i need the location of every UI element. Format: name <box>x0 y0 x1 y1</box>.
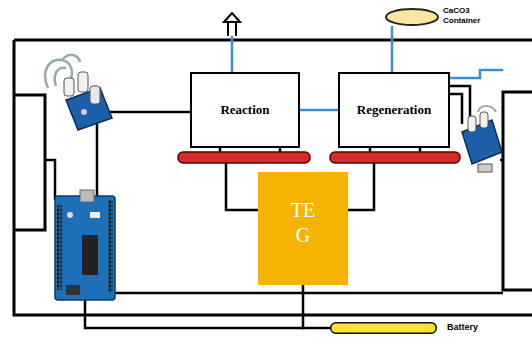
tubing <box>45 55 80 88</box>
side-panel <box>503 92 532 290</box>
node-label: CaCO3 Container <box>443 6 480 26</box>
usb-port <box>80 190 94 202</box>
arrow-symbol <box>224 13 240 36</box>
wire <box>108 111 190 114</box>
component <box>67 212 73 218</box>
pump-motor <box>480 112 488 128</box>
wire <box>500 159 503 162</box>
exhaust-arrow <box>224 13 240 72</box>
wire <box>450 86 470 120</box>
wire <box>226 163 258 210</box>
arduino-board <box>55 190 115 300</box>
gas-pipe <box>231 36 234 72</box>
heater-bar <box>330 152 460 163</box>
battery-outline <box>330 322 437 334</box>
header-pins <box>108 200 113 292</box>
heater-bar <box>178 152 310 163</box>
arduino-board <box>55 196 115 300</box>
wire <box>348 163 374 210</box>
pump-illustration <box>45 55 112 130</box>
node-label: TE G <box>291 198 315 248</box>
header-pins <box>57 205 62 290</box>
process-box: Reaction <box>190 72 300 148</box>
node-label: Regeneration <box>357 102 431 118</box>
node-label: Reaction <box>220 102 269 118</box>
chip <box>82 235 98 275</box>
wire <box>450 94 462 124</box>
wire <box>115 292 503 295</box>
pump-motor <box>78 72 88 92</box>
connector <box>300 109 338 112</box>
connector <box>391 26 394 72</box>
gas-pipe <box>450 70 503 78</box>
frame-wire <box>14 40 532 315</box>
wire <box>85 300 304 328</box>
pump-motor <box>90 86 100 104</box>
container-outline <box>385 8 439 26</box>
container-ellipse: CaCO3 Container <box>385 8 439 26</box>
process-box: Regeneration <box>338 72 450 148</box>
side-panel <box>14 95 45 230</box>
pump-motor <box>64 78 74 96</box>
teg-block: TE G <box>258 172 348 285</box>
battery-outline <box>331 323 437 334</box>
power-jack <box>66 285 80 295</box>
wire <box>45 160 55 200</box>
node-label: Battery <box>447 321 478 333</box>
connector <box>303 285 330 328</box>
wire <box>96 124 99 198</box>
pump-illustration <box>462 106 502 172</box>
pump-part <box>81 109 87 115</box>
pump-part <box>478 164 492 172</box>
component <box>90 212 100 218</box>
pump-motor <box>468 116 476 132</box>
tubing <box>478 106 496 112</box>
container-outline <box>386 9 438 25</box>
battery-bar: Battery <box>330 322 437 334</box>
